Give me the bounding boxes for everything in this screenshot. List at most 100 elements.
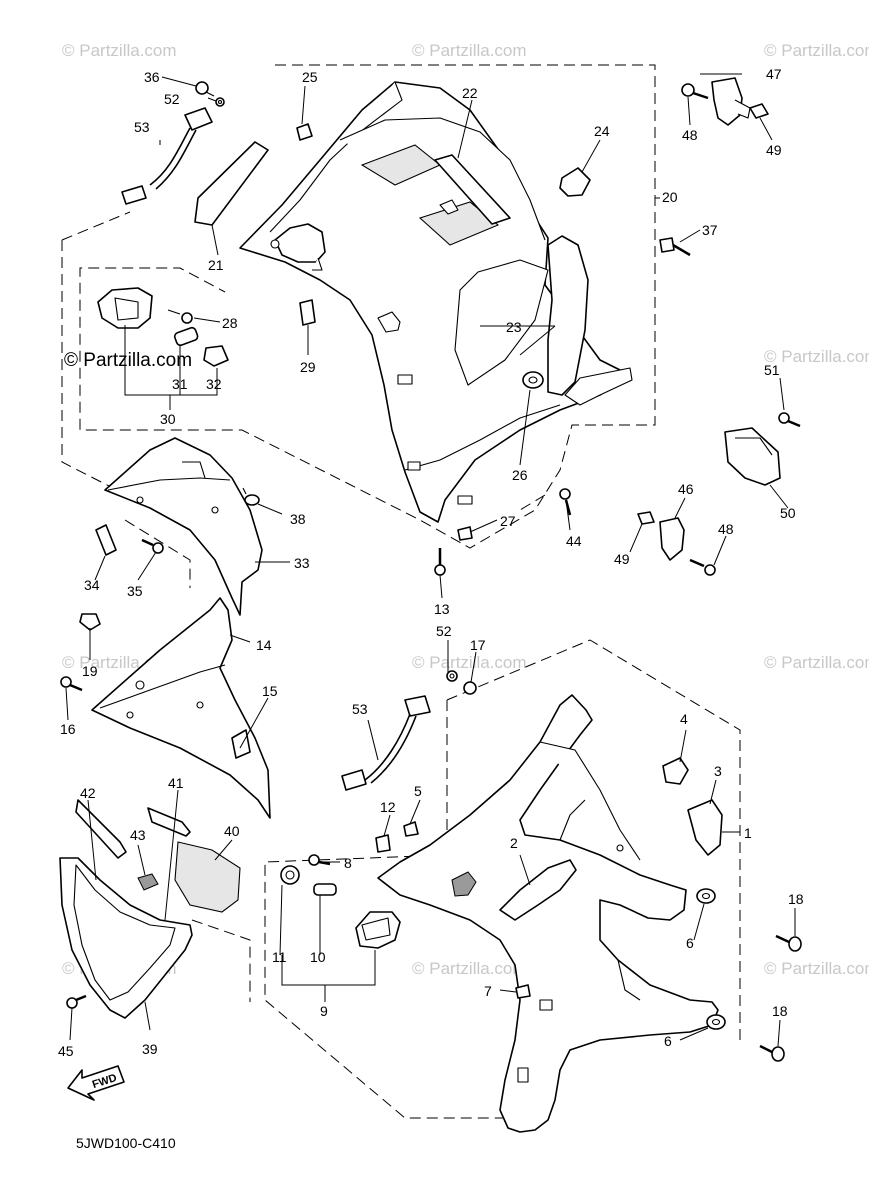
emblem (451, 871, 477, 897)
callout-9: 9 (320, 1003, 328, 1019)
callout-15: 15 (262, 683, 278, 699)
watermark: © Partzilla.com (412, 653, 527, 672)
callout-45: 45 (58, 1043, 74, 1059)
callout-6: 6 (664, 1033, 672, 1049)
screw-28 (167, 309, 193, 324)
leader-lines (65, 73, 796, 1047)
callout-14: 14 (256, 637, 272, 653)
bolt-48-mid (689, 558, 716, 576)
washer-52-upper (215, 97, 225, 107)
watermark: © Partzilla.com (764, 653, 869, 672)
bracket-3 (687, 799, 723, 856)
callout-11: 11 (272, 949, 287, 965)
clip-12 (375, 834, 391, 853)
bolt-18-upper (775, 934, 802, 952)
callout-43: 43 (130, 827, 146, 843)
bolt-44 (559, 488, 572, 516)
grommet-6-upper (696, 888, 716, 904)
bolt-45 (66, 994, 87, 1009)
watermark: © Partzilla.com (764, 41, 869, 60)
callout-31: 31 (172, 376, 188, 392)
callout-47: 47 (766, 66, 782, 82)
callout-20: 20 (662, 189, 678, 205)
callout-1: 1 (744, 825, 752, 841)
bolt-37 (659, 237, 691, 257)
block-24 (559, 167, 591, 197)
lower-cowling-1 (377, 694, 719, 1133)
callout-40: 40 (224, 823, 240, 839)
callout-5: 5 (414, 783, 422, 799)
callout-33: 33 (294, 555, 310, 571)
callout-44: 44 (566, 533, 582, 549)
bulb-10 (313, 883, 337, 896)
watermark: © Partzilla.com (764, 347, 869, 366)
callout-36: 36 (144, 69, 160, 85)
callout-50: 50 (780, 505, 796, 521)
callout-12: 12 (380, 799, 396, 815)
callout-23: 23 (506, 319, 522, 335)
callout-49: 49 (614, 551, 630, 567)
callout-6: 6 (686, 935, 694, 951)
callout-22: 22 (462, 85, 478, 101)
rivet-38 (242, 487, 260, 506)
bracket-46 (659, 517, 685, 561)
block-4 (662, 757, 689, 785)
callout-26: 26 (512, 467, 528, 483)
bolt-48-upper (681, 83, 709, 100)
callout-38: 38 (290, 511, 306, 527)
callout-41: 41 (168, 775, 184, 791)
pad-43 (137, 873, 159, 891)
callout-2: 2 (510, 835, 518, 851)
bracket-23 (547, 235, 633, 406)
stay-41 (147, 807, 191, 837)
watermark: © Partzilla.com (764, 959, 869, 978)
callout-49: 49 (766, 142, 782, 158)
callout-10: 10 (310, 949, 326, 965)
callout-24: 24 (594, 123, 610, 139)
callout-48: 48 (718, 521, 734, 537)
panel-22 (434, 154, 511, 225)
callout-4: 4 (680, 711, 688, 727)
wire-harness-53-lower (341, 695, 431, 791)
grommet-6-lower (706, 1014, 726, 1030)
clip-49-mid (637, 511, 655, 525)
callout-37: 37 (702, 222, 718, 238)
callout-25: 25 (302, 69, 318, 85)
clip-29 (299, 299, 316, 326)
clip-34 (95, 524, 117, 556)
callout-46: 46 (678, 481, 694, 497)
clip-49-upper (749, 103, 769, 119)
callout-7: 7 (484, 983, 492, 999)
nut-27 (457, 526, 473, 541)
rivet-19 (79, 613, 101, 631)
watermark: © Partzilla.com (412, 959, 527, 978)
watermark: © Partzilla.com (64, 350, 192, 371)
under-cowling-39 (59, 857, 193, 1019)
callout-28: 28 (222, 315, 238, 331)
callout-32: 32 (206, 376, 222, 392)
callout-19: 19 (82, 663, 98, 679)
clip-7 (515, 984, 531, 999)
bolt-16 (60, 676, 83, 692)
wire-harness-53-upper (121, 107, 213, 205)
bracket-47 (711, 77, 751, 126)
fwd-arrow-icon: FWD (67, 1065, 125, 1101)
screw-8 (308, 854, 331, 866)
stay-42 (75, 799, 127, 859)
callout-52: 52 (436, 623, 452, 639)
callout-42: 42 (80, 785, 96, 801)
watermark: © Partzilla.com (62, 41, 177, 60)
bracket-50 (724, 427, 781, 486)
socket-assembly-upper (270, 223, 326, 271)
clip-5 (403, 821, 419, 837)
callout-17: 17 (470, 637, 486, 653)
bolt-36 (195, 81, 215, 97)
clip-15 (231, 729, 251, 759)
callout-16: 16 (60, 721, 76, 737)
callout-35: 35 (127, 583, 143, 599)
clip-25 (296, 123, 313, 141)
callouts: 36 52 25 22 53 24 20 37 21 28 23 29 31 3… (58, 66, 804, 1059)
bolt-18-lower (759, 1044, 785, 1062)
callout-27: 27 (500, 513, 516, 529)
